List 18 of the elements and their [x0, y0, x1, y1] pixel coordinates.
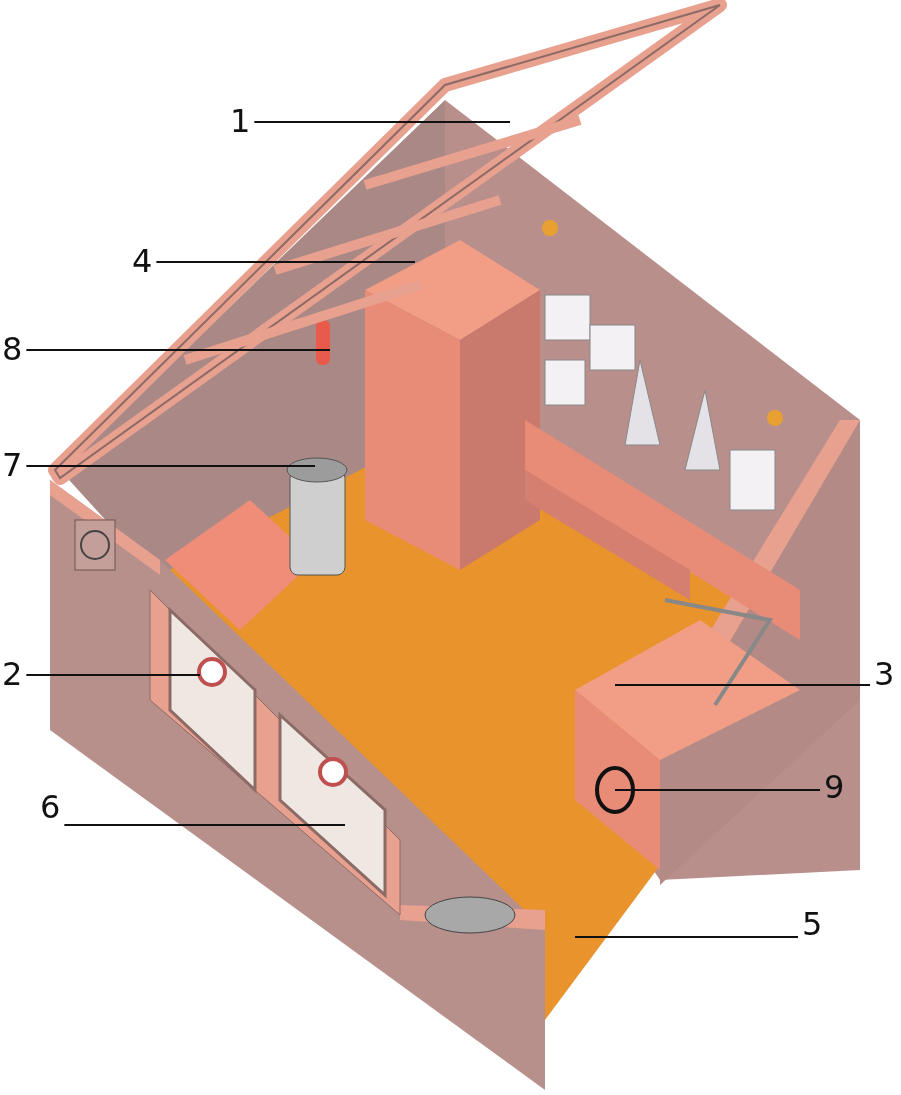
callout-number: 1 — [228, 104, 253, 138]
leader-line — [25, 465, 316, 467]
callout-number: 5 — [800, 907, 825, 941]
leader-line — [25, 349, 331, 351]
callout-number: 7 — [0, 448, 25, 482]
callout-number: 3 — [872, 657, 897, 691]
leader-line — [155, 261, 416, 263]
callout-number: 9 — [822, 770, 847, 804]
leader-line — [63, 824, 346, 826]
leader-line — [574, 936, 799, 938]
callout-number: 6 — [38, 790, 63, 824]
leader-line — [614, 684, 871, 686]
callout-number: 8 — [0, 332, 25, 366]
callout-number: 2 — [0, 657, 25, 691]
callout-number: 4 — [130, 244, 155, 278]
leader-line — [25, 674, 201, 676]
leader-line — [614, 789, 821, 791]
leader-line — [253, 121, 511, 123]
